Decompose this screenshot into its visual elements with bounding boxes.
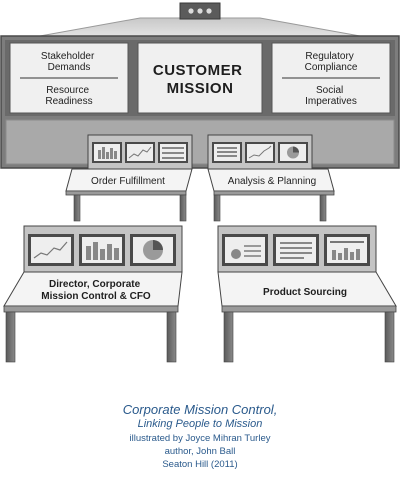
wall-panel-right: Regulatory Compliance Social Imperatives	[271, 42, 391, 114]
projector-lens-icon	[197, 8, 203, 14]
monitor-bar-chart-icon	[92, 142, 122, 163]
caption-publisher: Seaton Hill (2011)	[162, 458, 238, 470]
monitor-pie-chart-icon	[278, 142, 308, 163]
caption-author: author, John Ball	[164, 445, 236, 457]
wall-panel-left: Stakeholder Demands Resource Readiness	[9, 42, 129, 114]
mission-control-illustration: Stakeholder Demands Resource Readiness C…	[0, 2, 400, 363]
social-imperatives-label: Social Imperatives	[305, 85, 357, 107]
desk-director-cfo: Director, Corporate Mission Control & CF…	[3, 225, 183, 363]
monitor-document-icon	[212, 142, 242, 163]
director-cfo-label: Director, Corporate Mission Control & CF…	[41, 279, 151, 302]
monitor-bar-chart-icon	[324, 234, 370, 266]
order-fulfillment-label: Order Fulfillment	[91, 176, 165, 187]
product-sourcing-label: Product Sourcing	[263, 287, 347, 298]
caption-title: Corporate Mission Control,	[122, 402, 278, 417]
desk-product-sourcing: Product Sourcing	[217, 225, 397, 363]
monitor-pie-chart-icon	[130, 234, 176, 266]
monitor-line-chart-icon	[28, 234, 74, 266]
monitor-pie-chart-icon	[222, 234, 268, 266]
desk-order-fulfillment: Order Fulfillment	[65, 134, 193, 222]
stakeholder-demands-label: Stakeholder Demands	[41, 51, 97, 73]
analysis-planning-label: Analysis & Planning	[228, 176, 316, 187]
projector	[39, 2, 361, 37]
wall-panel-center: CUSTOMER MISSION	[137, 42, 263, 114]
customer-mission-title: CUSTOMER MISSION	[153, 62, 247, 97]
monitor-line-chart-icon	[125, 142, 155, 163]
monitor-bar-chart-icon	[79, 234, 125, 266]
mission-wall: Stakeholder Demands Resource Readiness C…	[0, 35, 400, 169]
monitor-table-icon	[158, 142, 188, 163]
resource-readiness-label: Resource Readiness	[45, 85, 92, 107]
projector-lens-icon	[188, 8, 194, 14]
projector-lens-icon	[206, 8, 212, 14]
caption-subtitle: Linking People to Mission	[137, 418, 263, 431]
monitor-document-icon	[273, 234, 319, 266]
caption-illustrator: illustrated by Joyce Mihran Turley	[129, 433, 271, 444]
monitor-line-chart-icon	[245, 142, 275, 163]
caption: Corporate Mission Control, Linking Peopl…	[0, 402, 400, 471]
regulatory-compliance-label: Regulatory Compliance	[305, 51, 358, 73]
desk-analysis-planning: Analysis & Planning	[207, 134, 335, 222]
